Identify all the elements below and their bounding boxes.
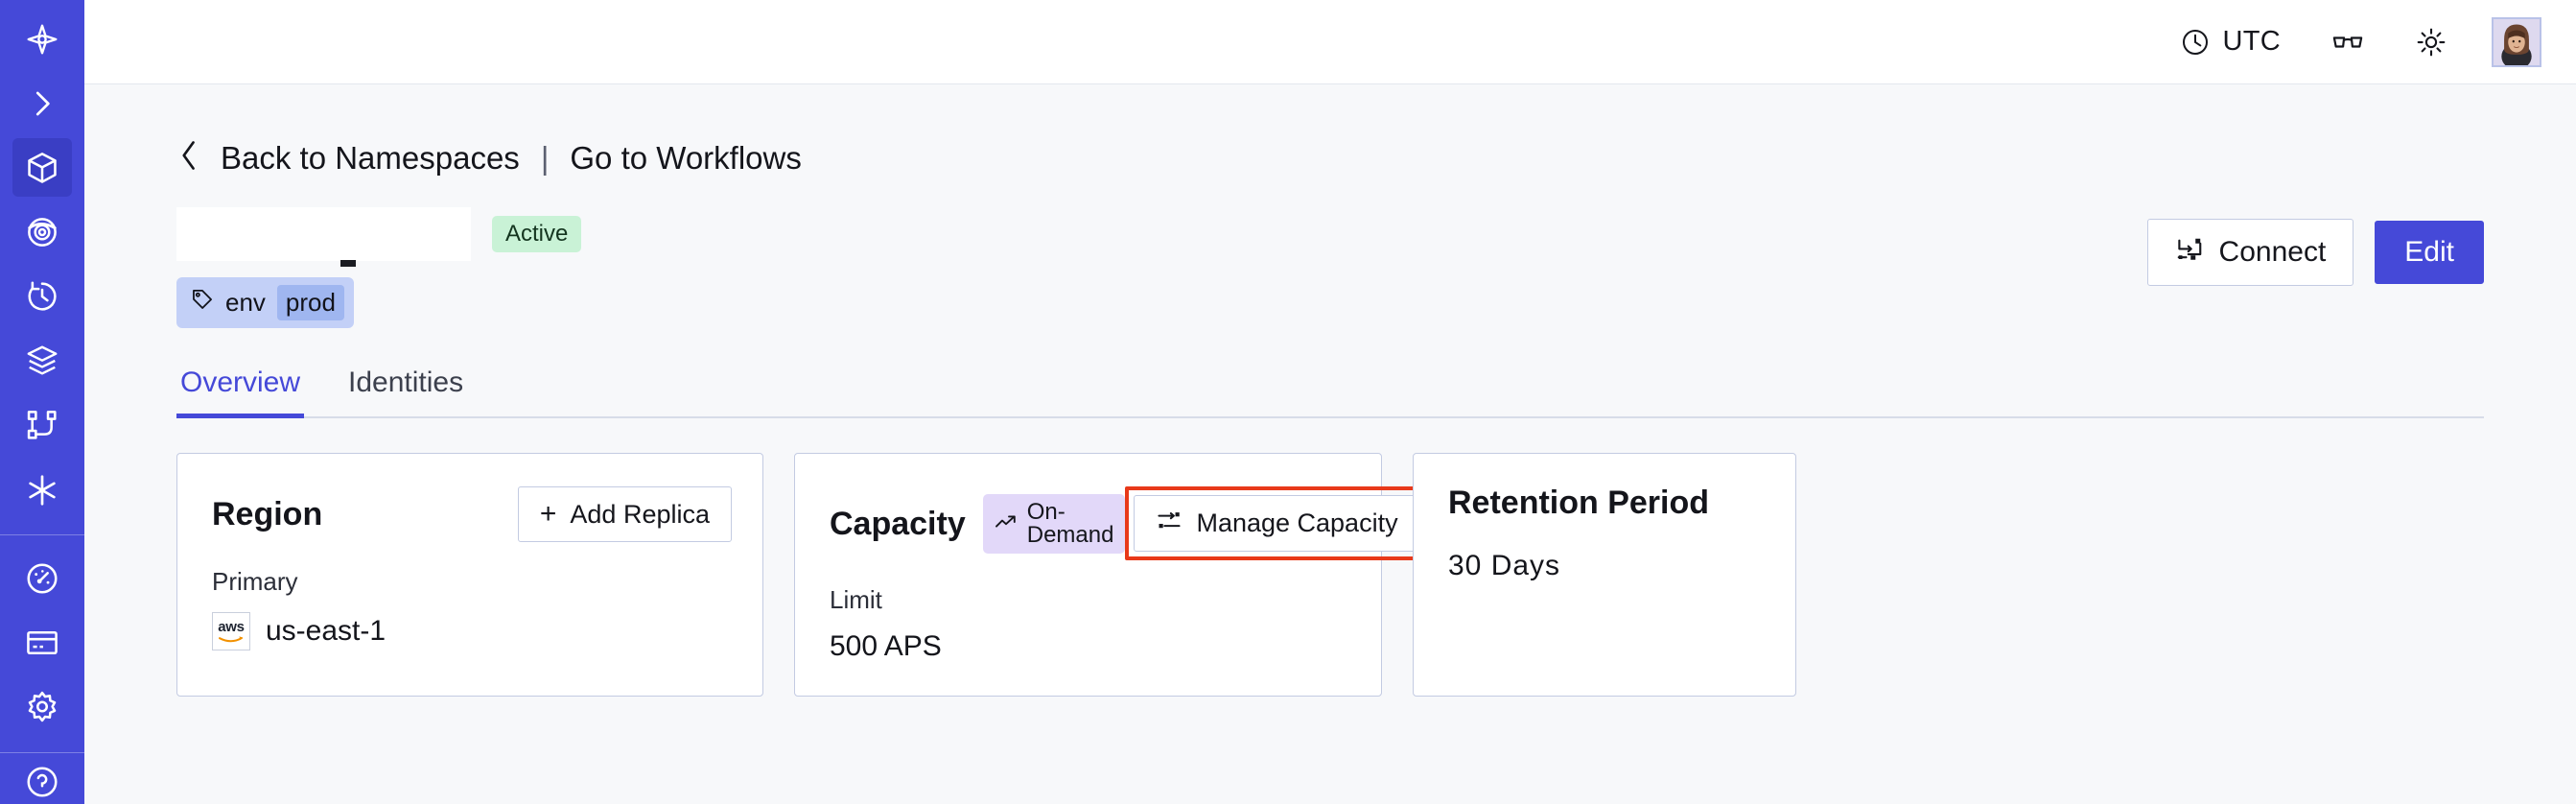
capacity-mode-label: On-Demand [1026, 498, 1114, 548]
timezone-selector[interactable]: UTC [2180, 26, 2281, 58]
aws-wordmark: aws [218, 618, 245, 635]
plus-icon: + [539, 498, 557, 530]
connect-icon [2175, 235, 2204, 270]
timezone-label: UTC [2222, 26, 2281, 57]
region-sublabel: Primary [212, 567, 298, 596]
trending-up-icon [995, 512, 1018, 535]
retention-card-header: Retention Period [1448, 486, 1765, 519]
region-card-title: Region [212, 496, 323, 532]
region-value: us-east-1 [266, 615, 386, 647]
user-avatar[interactable] [2492, 16, 2541, 67]
page-title [176, 207, 471, 267]
manage-capacity-label: Manage Capacity [1196, 508, 1398, 537]
primary-sidebar [0, 0, 84, 804]
sidebar-divider-2 [0, 751, 84, 753]
capacity-title-wrap: Capacity On-Demand [830, 493, 1126, 554]
expand-icon[interactable] [12, 74, 72, 132]
capacity-card-header: Capacity On-Demand [830, 486, 1429, 560]
region-value-row: aws us-east-1 [212, 612, 732, 650]
layers-icon[interactable] [12, 332, 72, 390]
retention-card-title: Retention Period [1448, 485, 1710, 521]
region-card-header: Region + Add Replica [212, 486, 732, 542]
workflow-icon[interactable] [12, 396, 72, 455]
sidebar-divider-1 [0, 534, 84, 536]
manage-capacity-highlight: Manage Capacity [1125, 486, 1429, 560]
sun-icon[interactable] [2415, 26, 2447, 59]
tag-icon [190, 288, 214, 319]
asterisk-icon[interactable] [12, 461, 72, 519]
capacity-card: Capacity On-Demand [794, 453, 1429, 697]
tag-value: prod [276, 285, 344, 320]
region-title-wrap: Region [212, 498, 322, 531]
logo-icon[interactable] [12, 10, 72, 68]
capacity-value: 500 APS [830, 630, 942, 662]
gauge-icon[interactable] [12, 549, 72, 607]
top-bar: UTC [84, 0, 2576, 84]
capacity-card-title: Capacity [830, 505, 966, 542]
credit-card-icon[interactable] [12, 613, 72, 672]
add-replica-label: Add Replica [570, 499, 710, 529]
glasses-icon[interactable] [2330, 25, 2365, 59]
overview-cards: Region + Add Replica Primary aws [176, 453, 2484, 697]
sliders-icon [1156, 508, 1183, 538]
status-badge: Active [492, 216, 582, 252]
connect-label: Connect [2218, 236, 2327, 268]
tag-key: env [225, 288, 266, 317]
sidebar-item-namespaces[interactable] [12, 138, 72, 198]
capacity-mode-badge: On-Demand [982, 493, 1126, 554]
namespace-title-row: Active [176, 206, 2484, 267]
retention-value: 30 Days [1448, 550, 1561, 581]
connect-button[interactable]: Connect [2146, 219, 2354, 286]
retention-card: Retention Period 30 Days [1413, 453, 1796, 697]
edit-label: Edit [2404, 236, 2454, 268]
main-pane: UTC [84, 0, 2576, 804]
region-card: Region + Add Replica Primary aws [176, 453, 763, 697]
add-replica-button[interactable]: + Add Replica [517, 486, 732, 542]
help-icon[interactable] [12, 767, 72, 799]
eye-icon[interactable] [12, 202, 72, 261]
capacity-sublabel: Limit [830, 585, 882, 614]
tab-bar: Overview Identities [176, 367, 2484, 418]
header-actions: Connect Edit [2146, 219, 2484, 286]
breadcrumb-back-link[interactable]: Back to Namespaces [221, 139, 520, 176]
namespace-tag[interactable]: env prod [176, 277, 354, 328]
tab-identities[interactable]: Identities [348, 367, 464, 398]
tag-row: env prod [176, 277, 2484, 328]
aws-logo-icon: aws [212, 612, 250, 650]
history-icon[interactable] [12, 268, 72, 326]
gear-icon[interactable] [12, 677, 72, 736]
breadcrumb-workflows-link[interactable]: Go to Workflows [570, 139, 802, 176]
edit-button[interactable]: Edit [2375, 221, 2484, 284]
manage-capacity-button[interactable]: Manage Capacity [1134, 495, 1420, 552]
breadcrumb-separator: | [540, 139, 550, 176]
page-content: Back to Namespaces | Go to Workflows Act… [84, 84, 2576, 804]
chevron-left-icon[interactable] [176, 138, 201, 177]
clock-icon [2180, 27, 2211, 58]
tab-overview[interactable]: Overview [176, 367, 305, 418]
breadcrumb[interactable]: Back to Namespaces | Go to Workflows [176, 138, 2484, 177]
